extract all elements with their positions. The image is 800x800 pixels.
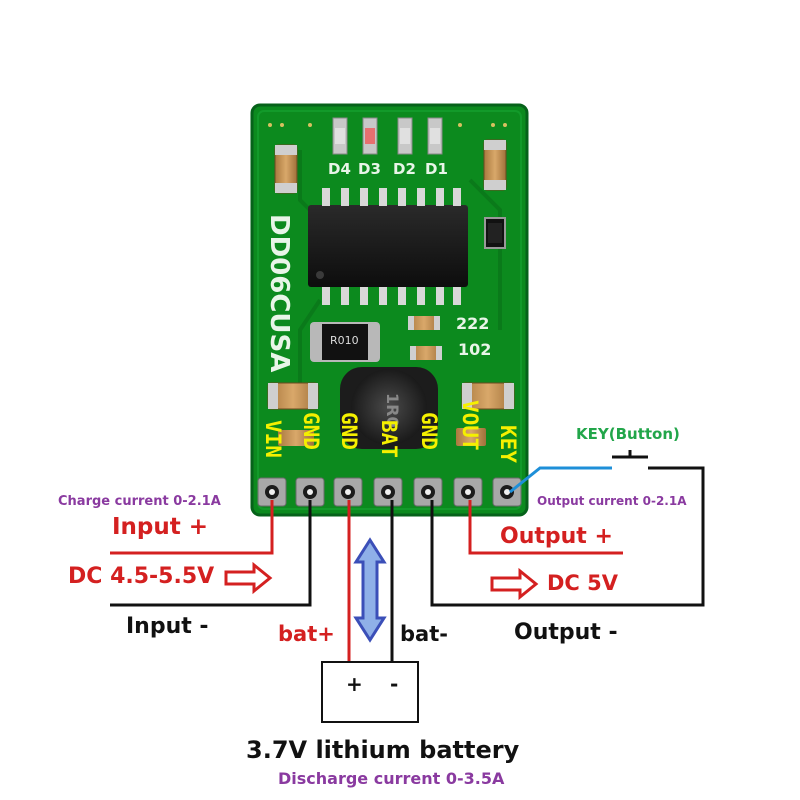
capacitor-102 bbox=[410, 346, 442, 360]
resistor-code-label: R010 bbox=[330, 334, 359, 347]
bat-minus-label: bat- bbox=[400, 622, 448, 646]
led-d2 bbox=[397, 117, 413, 155]
charge-current-label: Charge current 0-2.1A bbox=[58, 494, 221, 509]
ic-pins-top bbox=[322, 188, 461, 206]
pin-label-key: KEY bbox=[496, 425, 520, 463]
pin-label-gnd-3: GND bbox=[417, 412, 441, 450]
key-button-label: KEY(Button) bbox=[576, 425, 680, 443]
input-plus-label: Input + bbox=[112, 514, 209, 540]
pin-label-gnd-1: GND bbox=[299, 412, 323, 450]
led-label-d3: D3 bbox=[358, 160, 381, 178]
battery-plus-label: + bbox=[346, 672, 363, 696]
bat-plus-label: bat+ bbox=[278, 622, 335, 646]
cap-code-222: 222 bbox=[456, 314, 490, 333]
led-label-d1: D1 bbox=[425, 160, 448, 178]
cap-code-102: 102 bbox=[458, 340, 492, 359]
inductor bbox=[340, 367, 438, 449]
wires bbox=[110, 466, 705, 662]
led-d3 bbox=[362, 117, 378, 155]
pin-label-bat: BAT bbox=[377, 420, 401, 458]
discharge-current-label: Discharge current 0-3.5A bbox=[278, 769, 505, 788]
led-d4 bbox=[332, 117, 348, 155]
arrow-right-icon bbox=[490, 567, 539, 601]
wire-key bbox=[509, 466, 606, 494]
ic-chip bbox=[308, 205, 468, 287]
capacitor-222 bbox=[408, 316, 440, 330]
output-plus-label: Output + bbox=[500, 524, 613, 549]
pin-label-gnd-2: GND bbox=[337, 412, 361, 450]
wire-output-plus bbox=[468, 500, 623, 555]
led-label-d2: D2 bbox=[393, 160, 416, 178]
output-minus-label: Output - bbox=[514, 620, 618, 645]
battery-title: 3.7V lithium battery bbox=[246, 736, 520, 764]
pin-label-vin: VIN bbox=[261, 420, 285, 458]
wire-input-minus bbox=[110, 500, 312, 607]
input-minus-label: Input - bbox=[126, 614, 209, 639]
led-d1 bbox=[427, 117, 443, 155]
dc-output-label: DC 5V bbox=[547, 571, 619, 595]
arrow-right-icon bbox=[224, 561, 273, 595]
double-arrow-vertical-icon bbox=[353, 537, 387, 643]
battery-box bbox=[321, 661, 419, 723]
push-button-icon bbox=[606, 450, 648, 470]
pin-label-vout: VOUT bbox=[458, 400, 482, 451]
dc-input-label: DC 4.5-5.5V bbox=[68, 564, 215, 589]
board-model-label: DD06CUSA bbox=[264, 214, 294, 373]
wire-input-plus bbox=[110, 500, 274, 555]
output-current-label: Output current 0-2.1A bbox=[537, 494, 687, 508]
battery-minus-label: - bbox=[390, 672, 399, 696]
pin-header bbox=[257, 477, 522, 507]
wire-output-minus bbox=[430, 466, 705, 607]
led-array bbox=[332, 117, 443, 155]
shunt-resistor bbox=[310, 322, 380, 362]
led-label-d4: D4 bbox=[328, 160, 351, 178]
ic-pins-bottom bbox=[322, 287, 461, 305]
